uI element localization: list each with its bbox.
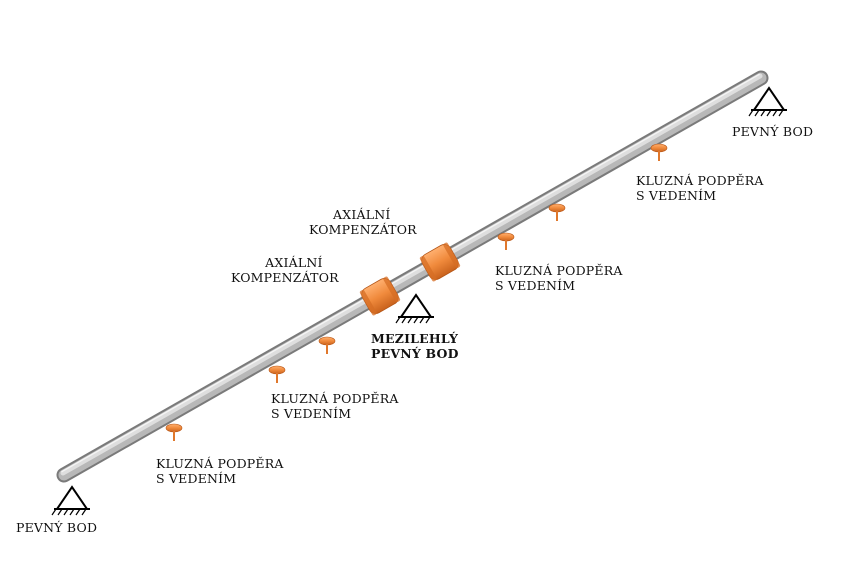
label-sliding-support-2: KLUZNÁ PODPĚRA S VEDENÍM [271,391,399,421]
label-sliding-support-1: KLUZNÁ PODPĚRA S VEDENÍM [156,456,284,486]
sliding-support [268,365,286,383]
label-axial-compensator-2: AXIÁLNÍ KOMPENZÁTOR [309,207,417,237]
sliding-support [165,423,183,441]
label-fixed-point-left: PEVNÝ BOD [16,520,97,535]
label-line: AXIÁLNÍ [333,207,391,222]
label-line: KLUZNÁ PODPĚRA [271,391,399,406]
sliding-support-group-1 [165,423,183,441]
sliding-support [497,232,515,250]
sliding-support-group-3 [497,203,566,250]
sliding-support [548,203,566,221]
sliding-support-group-2 [268,336,336,383]
label-line: PEVNÝ BOD [371,346,459,361]
label-line: KOMPENZÁTOR [309,222,417,237]
label-line: KOMPENZÁTOR [231,270,339,285]
sliding-support-group-4 [650,143,668,161]
sliding-support [650,143,668,161]
label-intermediate-fixed-point: MEZILEHLÝ PEVNÝ BOD [371,331,459,361]
label-line: PEVNÝ BOD [732,124,814,139]
label-line: AXIÁLNÍ [265,255,323,270]
label-line: MEZILEHLÝ [371,331,459,346]
label-sliding-support-4: KLUZNÁ PODPĚRA S VEDENÍM [636,173,764,203]
label-sliding-support-3: KLUZNÁ PODPĚRA S VEDENÍM [495,263,623,293]
label-line: KLUZNÁ PODPĚRA [636,173,764,188]
label-line: S VEDENÍM [495,278,576,293]
label-line: PEVNÝ BOD [16,520,98,535]
axial-compensator-2 [419,242,461,282]
label-axial-compensator-1: AXIÁLNÍ KOMPENZÁTOR [231,255,339,285]
label-line: S VEDENÍM [271,406,352,421]
label-line: KLUZNÁ PODPĚRA [495,263,623,278]
axial-compensator-1 [359,276,401,316]
label-line: S VEDENÍM [636,188,717,203]
label-fixed-point-right: PEVNÝ BOD [732,124,813,139]
label-line: KLUZNÁ PODPĚRA [156,456,284,471]
fixed-support-symbol-left [51,485,90,516]
label-line: S VEDENÍM [156,471,237,486]
fixed-support-symbol-right [748,86,787,117]
pipe [56,70,769,483]
fixed-support-symbol-middle [395,293,434,324]
sliding-support [318,336,336,354]
